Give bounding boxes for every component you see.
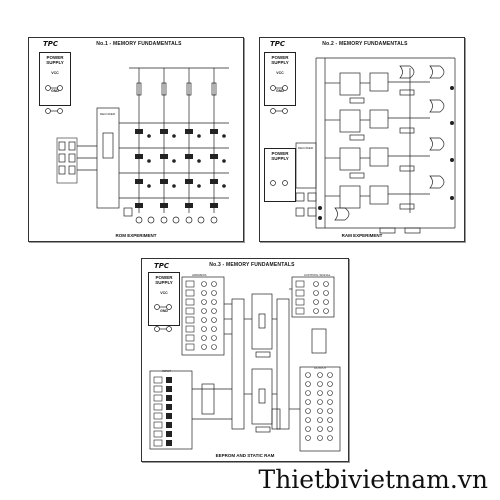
tpc-logo: TPC <box>270 40 286 48</box>
watermark: Thietbivietnam.vn <box>258 465 488 494</box>
power-supply-label: POWER SUPPLY <box>46 55 64 65</box>
gnd-label: GND <box>51 89 59 93</box>
eeprom-static-ram-panel: TPC No.3 - MEMORY FUNDAMENTALS POWER SUP… <box>141 258 349 462</box>
rom-experiment-panel: TPC No.1 - MEMORY FUNDAMENTALS POWER SUP… <box>28 37 244 242</box>
power-supply-box: POWER SUPPLY VCC GND <box>148 272 180 326</box>
vcc-label: VCC <box>276 71 284 75</box>
panel-title: No.1 - MEMORY FUNDAMENTALS <box>96 41 182 47</box>
decoder-label: DECODER <box>298 146 314 150</box>
power-supply-box: POWER SUPPLY VCC GND <box>39 52 71 106</box>
tpc-logo: TPC <box>154 262 170 270</box>
ram-circuit-diagram <box>270 57 456 234</box>
panel-title: No.2 - MEMORY FUNDAMENTALS <box>322 41 408 47</box>
power-supply-label: POWER SUPPLY <box>155 275 173 285</box>
power-supply-label: POWER SUPPLY <box>271 55 289 65</box>
tpc-logo: TPC <box>43 40 59 48</box>
decoder-label: DECODER <box>100 112 116 116</box>
vcc-label: VCC <box>160 291 168 295</box>
panel-footer: ROM EXPERIMENT <box>115 233 157 238</box>
panel-footer: RAM EXPERIMENT <box>341 233 383 238</box>
power-supply-box: POWER SUPPLY VCC GND <box>264 52 296 106</box>
address-label: ADDRESS <box>192 273 207 277</box>
eeprom-circuit-diagram <box>149 276 341 452</box>
ram-experiment-panel: TPC No.2 - MEMORY FUNDAMENTALS POWER SUP… <box>259 37 465 242</box>
power-supply-label-lower: POWER SUPPLY <box>271 151 289 161</box>
output-label: OUTPUT <box>314 366 327 370</box>
control-signal-label: CONTROL SIGNAL <box>304 273 331 277</box>
gnd-label: GND <box>276 89 284 93</box>
panel-title: No.3 - MEMORY FUNDAMENTALS <box>209 262 295 268</box>
power-supply-box-lower: POWER SUPPLY <box>264 148 296 202</box>
panel-footer: EEPROM AND STATIC RAM <box>215 453 275 458</box>
rom-circuit-diagram <box>45 67 229 224</box>
gnd-label: GND <box>160 309 168 313</box>
vcc-label: VCC <box>51 71 59 75</box>
